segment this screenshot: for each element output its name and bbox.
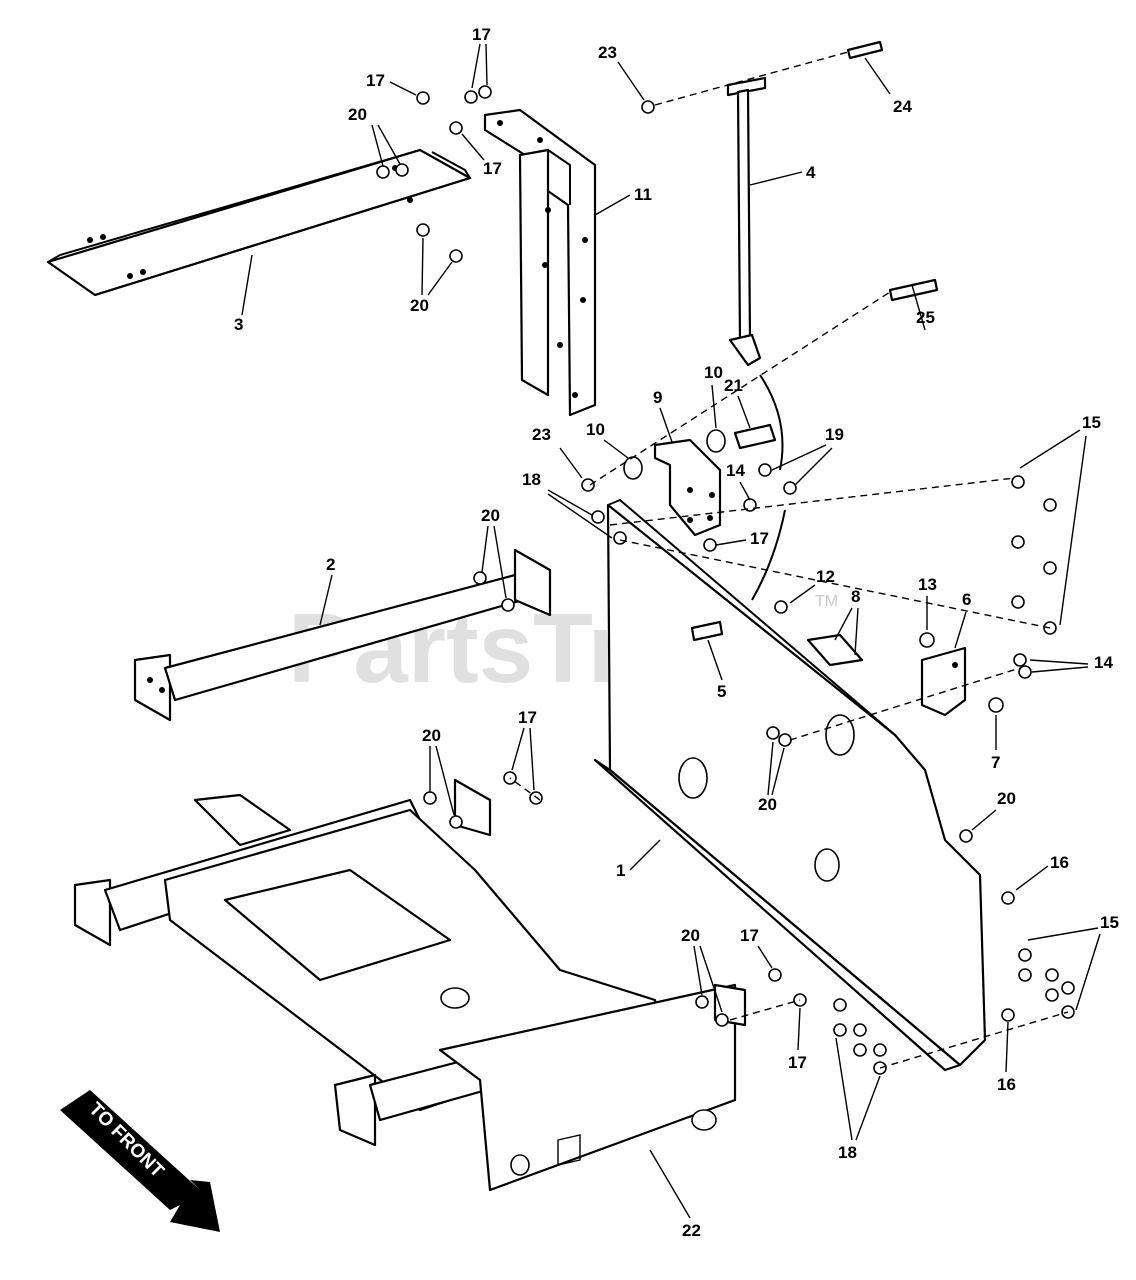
- callout-17: 17: [750, 529, 769, 548]
- callout-17: 17: [366, 71, 385, 90]
- callout-5: 5: [717, 682, 726, 701]
- hardware-bolts-15-lower[interactable]: [1018, 948, 1075, 1019]
- callout-20: 20: [758, 795, 777, 814]
- part-3-seat-support[interactable]: [46, 148, 472, 297]
- callout-20: 20: [422, 726, 441, 745]
- callout-14: 14: [726, 461, 745, 480]
- callout-4: 4: [806, 163, 816, 182]
- callout-17: 17: [740, 926, 759, 945]
- callout-17: 17: [518, 708, 537, 727]
- callouts: 1 2 3 4 5 6 7 8 9 10 10 11 12 13 14 14 1…: [234, 25, 1119, 1240]
- callout-8: 8: [851, 587, 860, 606]
- part-7-fitting[interactable]: [988, 697, 1004, 713]
- part-8-clip[interactable]: [806, 633, 864, 667]
- part-5-bolt[interactable]: [690, 620, 724, 642]
- callout-23: 23: [532, 425, 551, 444]
- hardware-bolts-15-upper[interactable]: [1011, 475, 1057, 635]
- callout-24: 24: [893, 97, 912, 116]
- callout-20: 20: [481, 506, 500, 525]
- callout-21: 21: [724, 376, 743, 395]
- callout-17: 17: [483, 159, 502, 178]
- callout-23: 23: [598, 43, 617, 62]
- callout-20: 20: [681, 926, 700, 945]
- to-front-arrow: TO FRONT: [60, 1090, 220, 1232]
- hardware-nuts-18[interactable]: [591, 510, 887, 1075]
- callout-2: 2: [326, 555, 335, 574]
- callout-19: 19: [825, 425, 844, 444]
- callout-18: 18: [838, 1143, 857, 1162]
- assembly-lines: [509, 51, 1069, 1069]
- callout-3: 3: [234, 315, 243, 334]
- callout-13: 13: [918, 575, 937, 594]
- part-9-plate[interactable]: [653, 438, 722, 537]
- part-24-bolt[interactable]: [846, 40, 884, 60]
- watermark-tm: TM: [815, 593, 838, 610]
- callout-11: 11: [634, 185, 652, 204]
- part-22-lower-frame[interactable]: [73, 778, 747, 1192]
- part-12-nut[interactable]: [774, 600, 788, 614]
- part-1-main-panel[interactable]: [593, 498, 987, 1072]
- callout-12: 12: [816, 567, 835, 586]
- callout-20: 20: [348, 105, 367, 124]
- hardware-small-fasteners[interactable]: [376, 85, 1032, 1027]
- callout-1: 1: [616, 861, 625, 880]
- callout-15: 15: [1082, 413, 1101, 432]
- callout-22: 22: [682, 1221, 701, 1240]
- part-6-bracket[interactable]: [920, 646, 967, 717]
- callout-16: 16: [1050, 853, 1069, 872]
- callout-15: 15: [1100, 913, 1119, 932]
- callout-6: 6: [962, 590, 971, 609]
- callout-9: 9: [653, 388, 662, 407]
- part-11-upright-bracket[interactable]: [483, 108, 597, 417]
- callout-10: 10: [704, 363, 723, 382]
- part-13-nut[interactable]: [919, 632, 935, 648]
- part-4-rod[interactable]: [726, 76, 767, 367]
- callout-10: 10: [586, 420, 605, 439]
- callout-20: 20: [410, 296, 429, 315]
- callout-17: 17: [472, 25, 491, 44]
- callout-17: 17: [788, 1053, 807, 1072]
- callout-18: 18: [522, 470, 541, 489]
- callout-14: 14: [1094, 653, 1113, 672]
- callout-20: 20: [997, 789, 1016, 808]
- part-21-tube[interactable]: [733, 423, 777, 450]
- part-2-cross-tube[interactable]: [133, 548, 552, 722]
- callout-7: 7: [991, 753, 1000, 772]
- callout-16: 16: [997, 1075, 1016, 1094]
